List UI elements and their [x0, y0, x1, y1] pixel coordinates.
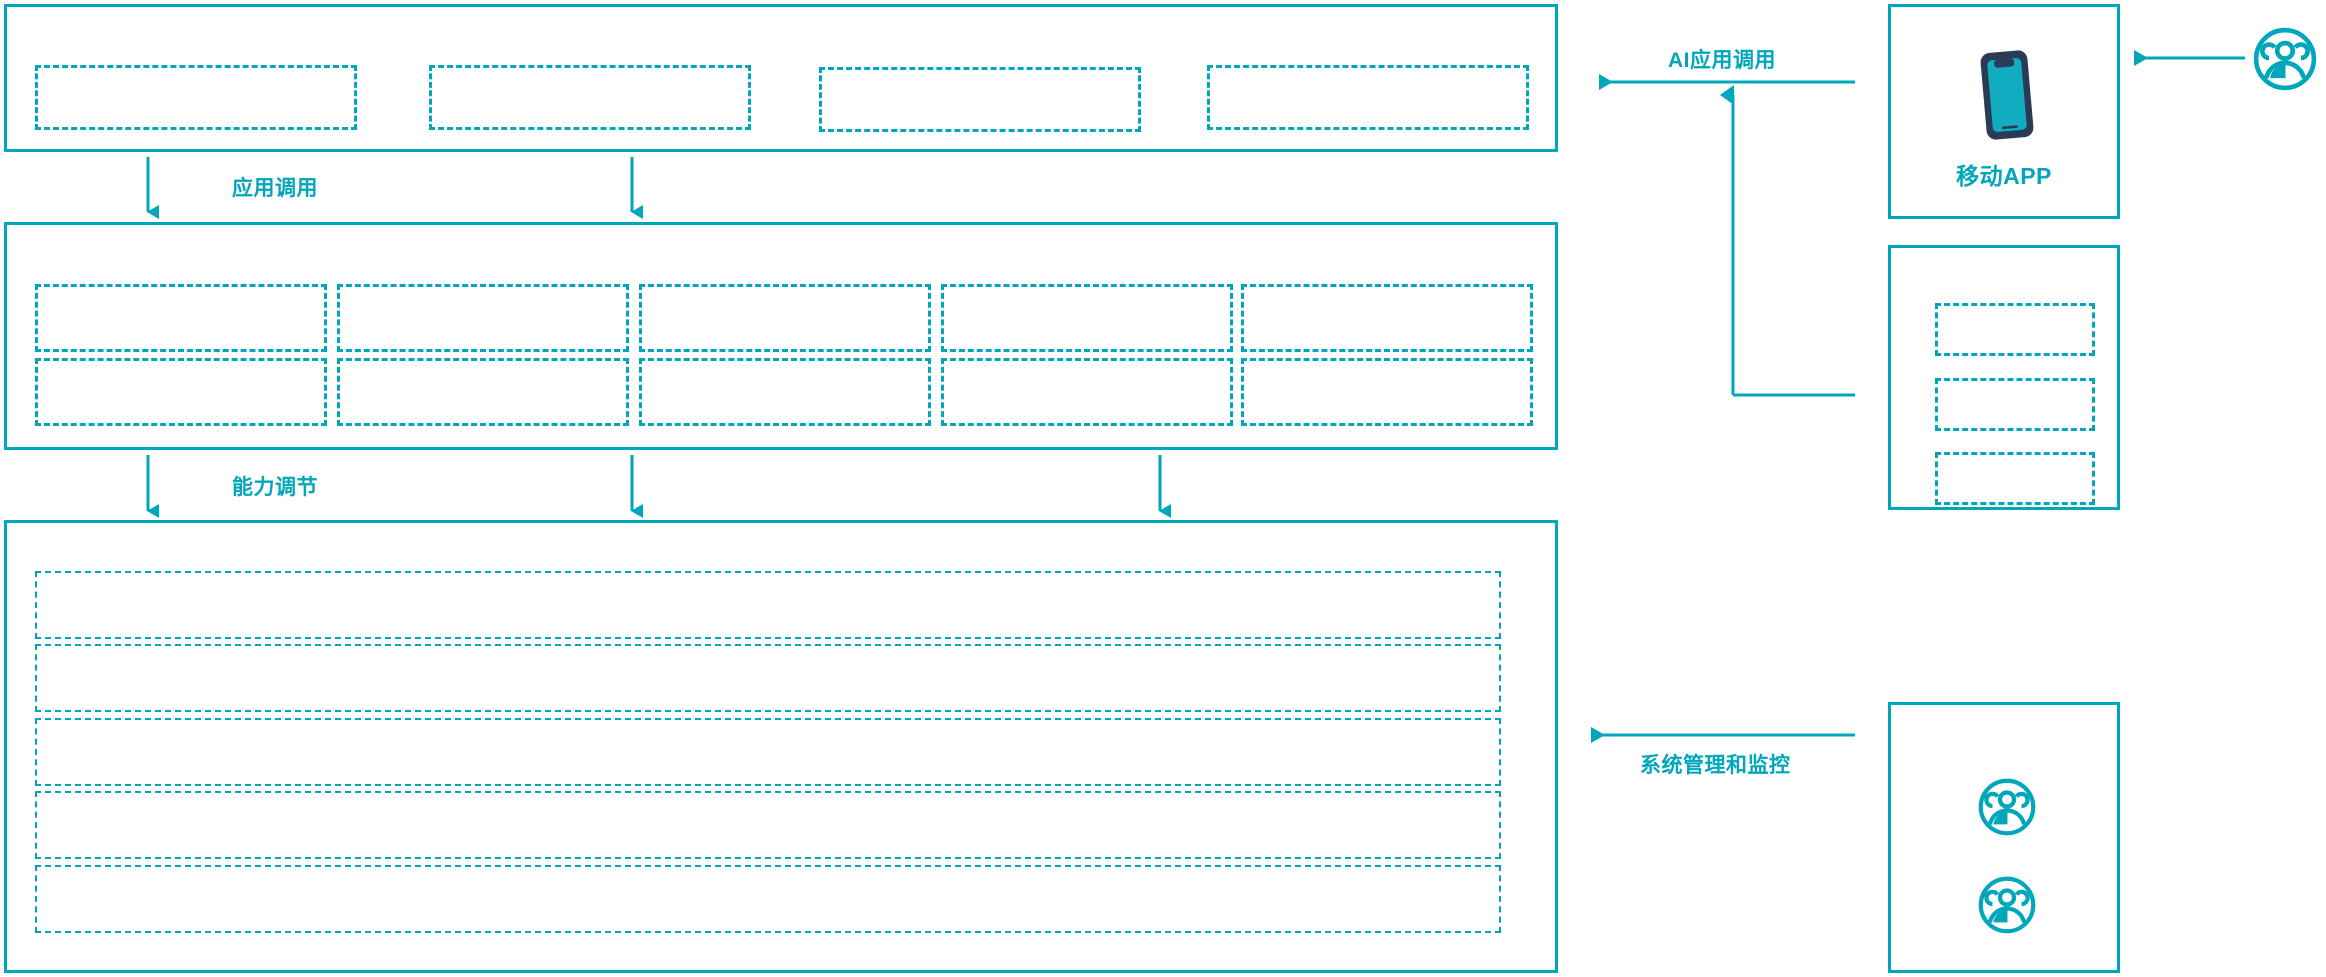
connector-label-sys-monitor: 系统管理和监控: [1640, 754, 1791, 777]
application-slot[interactable]: [429, 65, 751, 130]
end-user-actor-icon: [2252, 26, 2318, 92]
channel-slot[interactable]: [1935, 303, 2095, 356]
capability-cell[interactable]: [1241, 358, 1533, 426]
capability-cell[interactable]: [337, 284, 629, 352]
platform-layer-panel: [4, 520, 1558, 973]
platform-row[interactable]: [35, 571, 1501, 639]
capability-cell[interactable]: [35, 358, 327, 426]
connector-label-capability: 能力调节: [232, 476, 318, 499]
capability-cell[interactable]: [639, 358, 931, 426]
mobile-app-card[interactable]: 移动APP: [1888, 4, 2120, 219]
capability-layer-panel: [4, 222, 1558, 450]
capability-cell[interactable]: [941, 284, 1233, 352]
capability-cell[interactable]: [941, 358, 1233, 426]
application-slot[interactable]: [35, 65, 357, 130]
platform-row[interactable]: [35, 644, 1501, 712]
smartphone-icon: [1971, 45, 2043, 145]
connector-label-ai-app-call: AI应用调用: [1668, 49, 1776, 72]
application-slot[interactable]: [819, 67, 1141, 132]
application-layer-panel: [4, 4, 1558, 152]
platform-row[interactable]: [35, 791, 1501, 859]
platform-row[interactable]: [35, 865, 1501, 933]
channel-slot[interactable]: [1935, 378, 2095, 431]
application-slot[interactable]: [1207, 65, 1529, 130]
channel-slot[interactable]: [1935, 452, 2095, 505]
capability-cell[interactable]: [35, 284, 327, 352]
platform-row[interactable]: [35, 718, 1501, 786]
user-group-icon: [1977, 777, 2037, 837]
capability-cell[interactable]: [1241, 284, 1533, 352]
capability-cell[interactable]: [337, 358, 629, 426]
capability-cell[interactable]: [639, 284, 931, 352]
operations-card[interactable]: [1888, 702, 2120, 973]
connector-label-app-call: 应用调用: [232, 177, 318, 200]
channel-card[interactable]: [1888, 245, 2120, 510]
mobile-app-card-label: 移动APP: [1956, 163, 2052, 189]
user-group-icon: [1977, 875, 2037, 935]
